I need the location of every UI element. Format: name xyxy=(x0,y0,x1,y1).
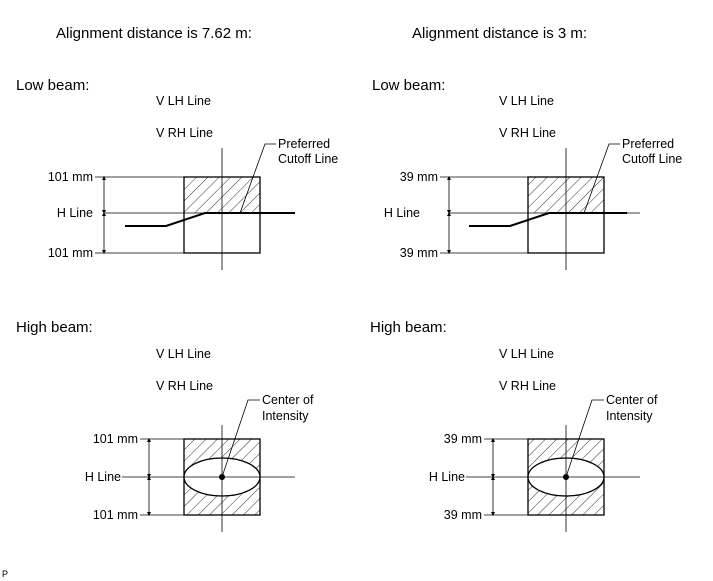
left-high-callout-1: Center of xyxy=(262,393,314,407)
right-high-callout-2: Intensity xyxy=(606,409,653,423)
left-low-vrh-label: V RH Line xyxy=(156,126,213,140)
right-low-top-dim: 39 mm xyxy=(400,170,438,184)
right-low-callout-2: Cutoff Line xyxy=(622,152,682,166)
right-heading: Alignment distance is 3 m: xyxy=(412,25,587,42)
left-low-callout-2: Cutoff Line xyxy=(278,152,338,166)
left-low-h-label: H Line xyxy=(57,206,93,220)
left-high-h-label: H Line xyxy=(85,470,121,484)
left-low-beam-diagram: Low beam: V LH Line V RH Line Preferred … xyxy=(16,77,338,270)
left-low-vlh-label: V LH Line xyxy=(156,94,211,108)
left-low-callout-1: Preferred xyxy=(278,137,330,151)
right-high-title: High beam: xyxy=(370,319,447,336)
left-high-vrh-label: V RH Line xyxy=(156,379,213,393)
left-low-bottom-dim: 101 mm xyxy=(48,246,93,260)
left-high-beam-diagram: High beam: V LH Line V RH Line Center of… xyxy=(16,319,314,532)
right-low-beam-diagram: Low beam: V LH Line V RH Line Preferred … xyxy=(372,77,682,270)
right-low-callout-leader xyxy=(583,143,620,214)
right-low-vrh-label: V RH Line xyxy=(499,126,556,140)
right-high-callout-1: Center of xyxy=(606,393,658,407)
right-high-h-label: H Line xyxy=(429,470,465,484)
right-high-beam-diagram: High beam: V LH Line V RH Line Center of… xyxy=(370,319,658,532)
left-high-callout-leader xyxy=(221,399,260,478)
right-low-title: Low beam: xyxy=(372,77,445,94)
left-high-vlh-label: V LH Line xyxy=(156,347,211,361)
left-high-top-dim: 101 mm xyxy=(93,432,138,446)
right-high-bottom-dim: 39 mm xyxy=(444,508,482,522)
right-high-top-dim: 39 mm xyxy=(444,432,482,446)
right-high-vrh-label: V RH Line xyxy=(499,379,556,393)
footnote-code: P xyxy=(2,569,8,579)
right-low-cutoff-line xyxy=(469,212,627,227)
right-low-h-label: H Line xyxy=(384,206,420,220)
right-low-callout-1: Preferred xyxy=(622,137,674,151)
right-low-vlh-label: V LH Line xyxy=(499,94,554,108)
left-high-bottom-dim: 101 mm xyxy=(93,508,138,522)
left-low-cutoff-line xyxy=(125,212,295,227)
left-low-callout-leader xyxy=(239,143,276,214)
right-high-vlh-label: V LH Line xyxy=(499,347,554,361)
right-low-bottom-dim: 39 mm xyxy=(400,246,438,260)
left-low-top-dim: 101 mm xyxy=(48,170,93,184)
left-low-title: Low beam: xyxy=(16,77,89,94)
left-heading: Alignment distance is 7.62 m: xyxy=(56,25,252,42)
left-high-title: High beam: xyxy=(16,319,93,336)
left-high-callout-2: Intensity xyxy=(262,409,309,423)
right-high-callout-leader xyxy=(565,399,604,478)
